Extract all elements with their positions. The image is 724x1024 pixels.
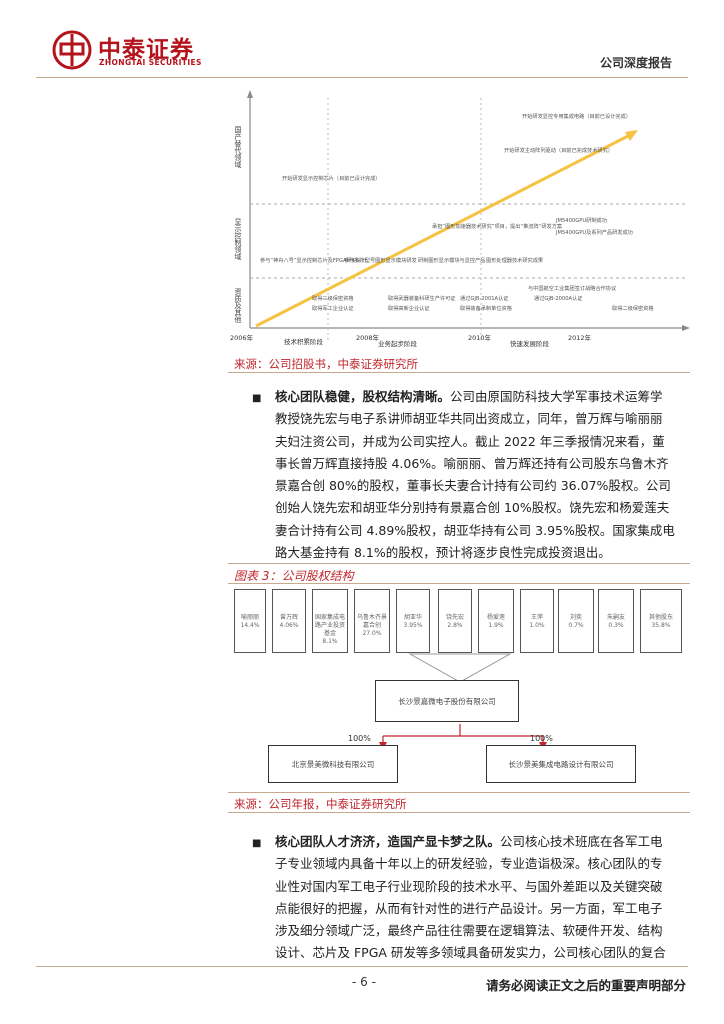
milestone: 取得二级保密资格	[612, 304, 654, 312]
shareholder-pct: 14.4%	[240, 622, 260, 629]
shareholder-pct: 8.1%	[322, 638, 338, 645]
year-label: 2010年	[468, 333, 492, 342]
main-company-box: 长沙景嘉微电子股份有限公司	[375, 680, 519, 722]
company-name-en: ZHONGTAI SECURITIES	[99, 58, 202, 67]
paragraph-team: 核心团队人才济济，造国产显卡梦之队。公司核心技术班底在各军工电 子专业领域内具备…	[275, 834, 666, 961]
shareholder-pct: 27.0%	[362, 630, 382, 637]
milestone: JM5400GPU研制成功	[555, 216, 607, 224]
figure3-title-divider	[228, 583, 690, 584]
stage-label: 快速发展阶段	[510, 339, 550, 348]
year-label: 2012年	[568, 333, 592, 342]
shareholder-name: 乌鲁木齐景嘉合创	[356, 614, 387, 629]
milestone: 参与多个型号图形显示模块研发	[344, 256, 417, 264]
shareholder-pct: 1.0%	[529, 622, 545, 629]
figure3-top-divider	[228, 563, 690, 564]
shareholder-pct: 0.3%	[608, 622, 624, 629]
milestone: 参与“神舟八号”显示控制芯片及FPGA研制设计	[260, 256, 367, 264]
development-timeline-figure: 国产替代领域 显示控制领域 资质及其他 2006年 2008年 2010年 20…	[230, 90, 690, 348]
stage-label: 技术积累阶段	[284, 337, 324, 346]
milestone: 取得高新企业认证	[388, 304, 430, 312]
milestone: 通过GJB-2000A认证	[534, 294, 582, 302]
milestone: 取得军工企业认证	[312, 304, 354, 312]
milestone: 开始研发显控专用集成电路（目前已设计完成）	[522, 112, 631, 120]
figure3-bottom-divider	[228, 792, 690, 793]
page-number: - 6 -	[352, 975, 376, 989]
y-label-qualification: 资质及其他	[234, 287, 242, 324]
paragraph-ownership: 核心团队稳健，股权结构清晰。公司由原国防科技大学军事技术运筹学 教授饶先宏与电子…	[275, 389, 675, 561]
bullet-icon: ■	[252, 393, 262, 404]
zhongtai-logo-icon	[52, 30, 92, 70]
milestone: 取得武器装备科研生产许可证	[388, 294, 455, 302]
shareholder-pct: 1.9%	[488, 622, 504, 629]
subsidiary-pct: 100%	[348, 734, 371, 743]
shareholder-name: 饶先宏	[445, 614, 464, 621]
y-label-display-control: 显示控制领域	[234, 218, 242, 260]
shareholder-name: 喻丽丽	[240, 614, 259, 621]
shareholder-name: 其他股东	[648, 614, 673, 621]
figure3-source-divider	[228, 812, 690, 813]
footer-divider	[36, 966, 688, 967]
milestone: 研制图形显示模块与显控产品	[418, 256, 485, 264]
shareholder-name: 杨爱莲	[486, 614, 505, 621]
milestone: 取得三级保密资格	[312, 294, 354, 302]
shareholder-name: 胡亚华	[403, 614, 422, 621]
shareholder-name: 国家集成电路产业投资基金	[314, 614, 345, 637]
year-label: 2008年	[356, 333, 380, 342]
milestone: 与中国航空工业集团签订战略合作协议	[528, 284, 617, 292]
shareholder-name: 刘奕	[569, 614, 582, 621]
figure3-source: 来源：公司年报，中泰证券研究所	[234, 797, 407, 811]
header-divider	[36, 77, 688, 78]
shareholder-pct: 3.95%	[403, 622, 423, 629]
company-name-cn: 中泰证券	[98, 37, 194, 63]
shareholder-name: 朱嗣友	[606, 614, 625, 621]
shareholder-name: 王萍	[530, 614, 543, 621]
bullet-icon: ■	[252, 838, 262, 849]
paragraph-team-heading: 核心团队人才济济，造国产显卡梦之队。	[275, 834, 501, 849]
subsidiary-box: 北京景美微科技有限公司	[268, 745, 398, 783]
figure1-source: 来源：公司招股书，中泰证券研究所	[234, 357, 418, 371]
shareholder-pct: 2.8%	[447, 622, 463, 629]
milestone: 通过GJB-2001A认证	[460, 294, 508, 302]
milestone: 开始研发主动阵列驱动（目前已完成技术研究）	[504, 146, 613, 154]
milestone: 承担“图形加速器技术研究”项目，提出“推流阵”研发方案	[432, 222, 563, 230]
subsidiary-pct: 100%	[530, 734, 553, 743]
shareholder-name: 曾万辉	[279, 614, 298, 621]
figure3-title: 图表 3：公司股权结构	[234, 569, 354, 583]
milestone: 开始研发显示控制芯片（目前已设计完成）	[282, 174, 381, 182]
shareholder-pct: 4.06%	[279, 622, 299, 629]
milestone: 取得装备承制单位资格	[460, 304, 513, 312]
shareholder-pct: 0.7%	[568, 622, 584, 629]
milestone: JM5400GPU及系列产品研发成功	[555, 228, 633, 236]
stage-label: 业务起步阶段	[378, 339, 418, 348]
shareholder-pct: 35.8%	[651, 622, 671, 629]
disclaimer-notice: 请务必阅读正文之后的重要声明部分	[485, 978, 686, 993]
milestone: 图形处理器技术研究成果	[486, 256, 543, 264]
year-label: 2006年	[230, 333, 254, 342]
paragraph-ownership-heading: 核心团队稳健，股权结构清晰。	[275, 389, 451, 404]
report-type: 公司深度报告	[599, 56, 672, 70]
figure1-divider	[228, 372, 690, 373]
subsidiary-box: 长沙景美集成电路设计有限公司	[486, 745, 636, 783]
y-label-localization: 国产替代领域	[234, 126, 242, 168]
